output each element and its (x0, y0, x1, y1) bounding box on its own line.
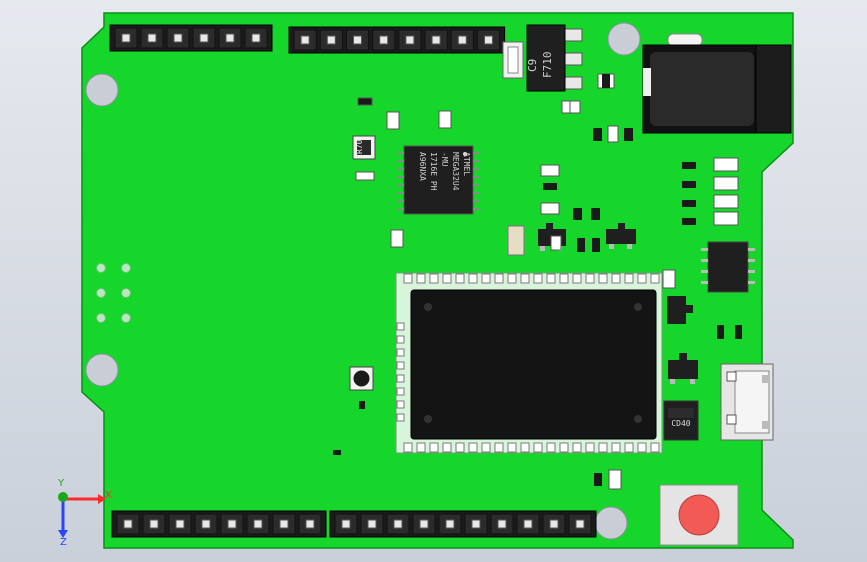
module-pad (624, 442, 634, 453)
axis-y-label: Y (57, 478, 65, 489)
passive-components (333, 73, 742, 490)
module-pad (442, 273, 452, 284)
tvs-chip: CD40 (663, 400, 699, 441)
regulator-label-2: F710 (541, 52, 554, 79)
module-pad (637, 442, 647, 453)
module-pad (650, 273, 660, 284)
module-pad (455, 273, 465, 284)
reset-button-icon[interactable] (659, 484, 739, 546)
module-pad (585, 273, 595, 284)
module-pad (468, 442, 478, 453)
module-pad (403, 273, 413, 284)
module-pad (396, 335, 405, 344)
header-bottom-right (329, 510, 597, 538)
module-pad (396, 387, 405, 396)
module-pad (637, 273, 647, 284)
module-pad (507, 273, 517, 284)
mounting-hole (85, 353, 119, 387)
module-pad (611, 273, 621, 284)
trimmer (349, 366, 374, 391)
regulator-label-1: C9 (526, 59, 539, 72)
diode (502, 41, 524, 79)
micro-usb-icon (720, 363, 774, 441)
small-caps (550, 235, 600, 252)
mcu-label-line: A96NXA (418, 152, 427, 181)
header-bottom-left (111, 510, 327, 538)
mcu-label-line: MEGA32U4 (451, 152, 460, 191)
module-pad (468, 273, 478, 284)
module-pad (585, 442, 595, 453)
mounting-hole (607, 22, 641, 56)
eeprom-chip (701, 241, 755, 293)
module-pad (546, 442, 556, 453)
module-pad (559, 273, 569, 284)
module-pad (481, 273, 491, 284)
transistor (667, 296, 698, 384)
module-label: CD40 (671, 419, 690, 428)
module-pad (416, 273, 426, 284)
module-pad (396, 322, 405, 331)
module-pad (520, 442, 530, 453)
module-pad (494, 273, 504, 284)
axis-x-label: X (105, 490, 112, 501)
mounting-hole (85, 73, 119, 107)
module-pad (598, 442, 608, 453)
wireless-module (395, 272, 663, 454)
module-pad (598, 273, 608, 284)
crystal: R70 (352, 135, 376, 160)
module-pad (429, 273, 439, 284)
mcu-label-line: 1716E PH (429, 152, 438, 191)
mounting-hole (594, 506, 628, 540)
module-pad (611, 442, 621, 453)
module-pad (396, 361, 405, 370)
module-pad (396, 400, 405, 409)
module-pad (520, 273, 530, 284)
dc-jack-icon (642, 33, 792, 134)
icsp-pads (96, 263, 131, 323)
voltage-regulator: C9 F710 (526, 24, 583, 92)
module-pad (481, 442, 491, 453)
module-pad (650, 442, 660, 453)
module-pad (396, 413, 405, 422)
module-pad (572, 442, 582, 453)
crystal-label: R70 (355, 139, 364, 154)
header-top-right (288, 26, 506, 54)
module-pad (442, 442, 452, 453)
mcu-label-line: ATMEL (462, 152, 471, 176)
module-pad (403, 442, 413, 453)
module-pad (416, 442, 426, 453)
mcu-label-line: -MU (440, 152, 449, 167)
module-pad (533, 273, 543, 284)
axis-z-label: Z (60, 537, 67, 548)
module-pad (533, 442, 543, 453)
module-pad (455, 442, 465, 453)
module-pad (507, 442, 517, 453)
module-pad (429, 442, 439, 453)
module-pad (494, 442, 504, 453)
transistor (606, 223, 636, 249)
module-pad (546, 273, 556, 284)
module-pad (396, 374, 405, 383)
header-top-left (109, 24, 273, 52)
module-pad (559, 442, 569, 453)
axis-triad: X Y Z (57, 478, 112, 548)
module-pad (572, 273, 582, 284)
module-pad (624, 273, 634, 284)
module-pad (396, 348, 405, 357)
